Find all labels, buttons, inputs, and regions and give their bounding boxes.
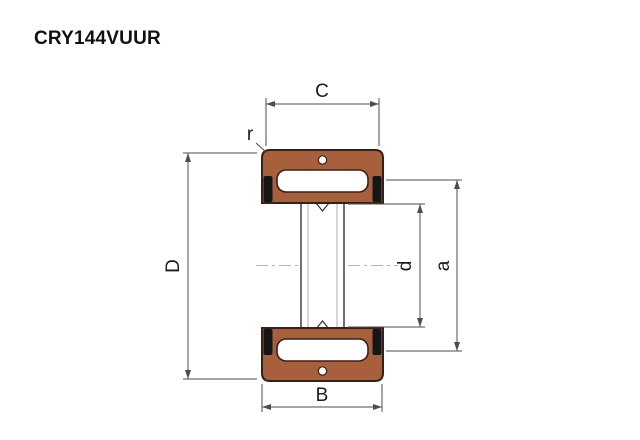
dim-label-d: d [395,261,416,272]
oil-hole-top [317,155,328,165]
dim-a: a [386,179,462,352]
seal-top-left [263,176,273,202]
dim-D: D [163,152,257,380]
dim-d: d [348,203,425,328]
seal-bottom-left [263,329,273,355]
dim-r: r [247,124,267,153]
dim-label-r: r [247,124,254,145]
dim-C: C [265,81,380,146]
roller-slot-bottom [276,338,369,362]
seal-top-right [372,176,382,202]
oil-hole-bottom [317,366,328,376]
seal-bottom-right [372,329,382,355]
inner-ring [300,202,345,330]
dim-label-a: a [433,260,454,271]
dim-B: B [261,384,383,412]
outer-ring-bottom [261,327,384,382]
outer-ring-top [261,149,384,204]
dim-label-B: B [316,385,329,406]
part-number-title: CRY144VUUR [34,28,161,49]
dim-label-C: C [315,81,329,102]
dim-label-D: D [163,259,184,273]
roller-slot-top [276,169,369,193]
top-notch [315,202,330,212]
